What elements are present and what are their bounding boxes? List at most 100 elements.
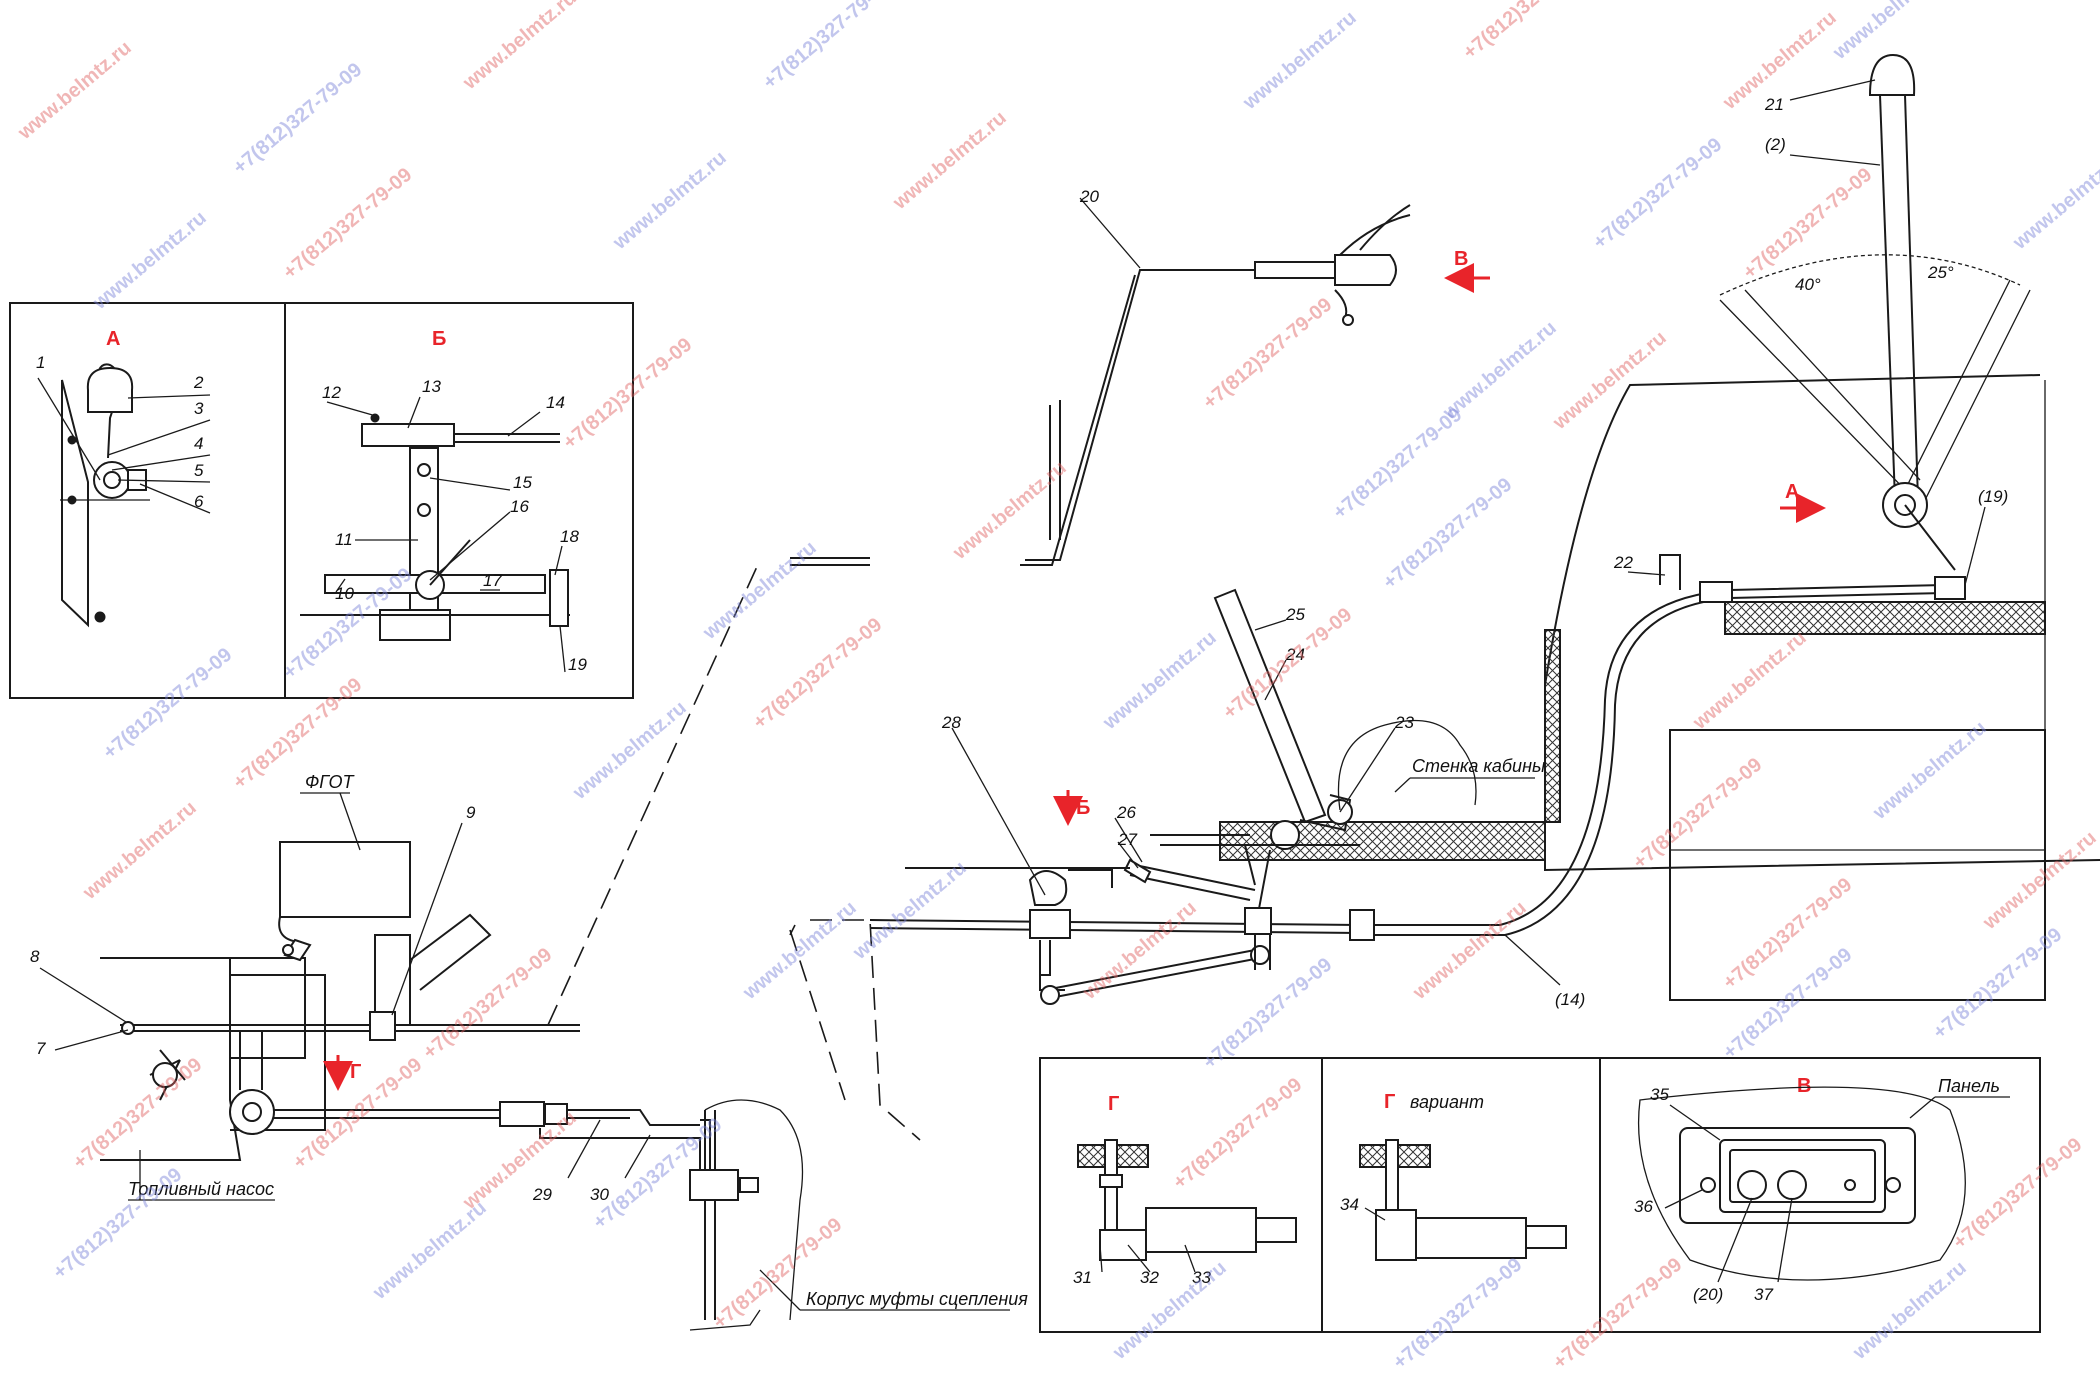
part-label: 5: [194, 461, 204, 480]
watermark-phone: +7(812)327-79-09: [1629, 754, 1766, 874]
part-label: 9: [466, 803, 476, 822]
part-label: 23: [1394, 713, 1414, 732]
view-g-variant-title: Г: [1384, 1091, 1395, 1113]
watermark-site: www.belmtz.ru: [88, 207, 210, 315]
part-label: 1: [36, 353, 45, 372]
view-a-title: А: [106, 328, 120, 350]
part-label: 20: [1079, 187, 1099, 206]
watermark-site: www.belmtz.ru: [2008, 147, 2100, 255]
part-label: 22: [1613, 553, 1633, 572]
part-label: 19: [568, 655, 587, 674]
watermark-phone: +7(812)327-79-09: [559, 334, 696, 454]
watermark-site: www.belmtz.ru: [738, 897, 860, 1005]
caption-clutch-housing: Корпус муфты сцепления: [806, 1289, 1028, 1309]
view-v-title: В: [1797, 1075, 1811, 1097]
watermark-phone: +7(812)327-79-09: [1389, 1254, 1526, 1374]
watermark-phone: +7(812)327-79-09: [749, 614, 886, 734]
watermark-site: www.belmtz.ru: [368, 1197, 490, 1305]
watermark-site: www.belmtz.ru: [1848, 1257, 1970, 1365]
ref-label: (2): [1765, 135, 1786, 154]
view-b-title: Б: [432, 328, 446, 350]
watermark-site: www.belmtz.ru: [888, 107, 1010, 215]
direction-arrows: В А Б Г: [323, 248, 1826, 1091]
watermark-site: www.belmtz.ru: [1978, 827, 2100, 935]
part-label: 29: [532, 1185, 552, 1204]
part-label: 27: [1117, 830, 1137, 849]
part-label: 6: [194, 492, 204, 511]
fuel-pump-area: [100, 841, 804, 1331]
watermark-site: www.belmtz.ru: [698, 537, 820, 645]
watermark-site: www.belmtz.ru: [1688, 627, 1810, 735]
view-g-title: Г: [1108, 1093, 1119, 1115]
caption-fuel-pump: Топливный насос: [128, 1179, 274, 1199]
part-label: 25: [1285, 605, 1305, 624]
handle-20: [1334, 254, 1397, 286]
angle-labels: 40° 25°: [1795, 263, 1954, 294]
watermark-phone: +7(812)327-79-09: [1329, 404, 1466, 524]
part-label: 31: [1073, 1268, 1092, 1287]
watermark-phone: +7(812)327-79-09: [1459, 0, 1596, 64]
watermark-phone: +7(812)327-79-09: [1379, 474, 1516, 594]
watermark-site: www.belmtz.ru: [608, 147, 730, 255]
arrow-v-label: В: [1454, 248, 1468, 270]
pedal-25: [1213, 588, 1327, 824]
watermark-site: www.belmtz.ru: [1108, 1257, 1230, 1365]
part-label: 10: [335, 584, 354, 603]
watermark-phone: +7(812)327-79-09: [49, 1164, 186, 1284]
part-label: 18: [560, 527, 579, 546]
watermark-site: www.belmtz.ru: [458, 0, 580, 94]
lever-21-knob: [1868, 53, 1916, 96]
part-label: 4: [194, 434, 203, 453]
caption-fgot: ФГОТ: [305, 772, 356, 792]
arrow-b-label: Б: [1076, 797, 1090, 819]
part-label: 35: [1650, 1085, 1669, 1104]
part-label: 16: [510, 497, 529, 516]
part-label: 3: [194, 399, 204, 418]
watermark-site: www.belmtz.ru: [1408, 897, 1530, 1005]
caption-cab-wall: Стенка кабины: [1412, 756, 1545, 776]
part-label: 33: [1192, 1268, 1211, 1287]
part-label: 15: [513, 473, 532, 492]
ref-label: (14): [1555, 990, 1585, 1009]
watermark-phone: +7(812)327-79-09: [1949, 1134, 2086, 1254]
part-label: 11: [335, 530, 353, 549]
part-label: 14: [546, 393, 565, 412]
watermark-phone: +7(812)327-79-09: [759, 0, 896, 94]
watermark-phone: +7(812)327-79-09: [69, 1054, 206, 1174]
part-label: 26: [1116, 803, 1136, 822]
part-label: 34: [1340, 1195, 1359, 1214]
caption-panel: Панель: [1938, 1076, 2000, 1096]
watermark-site: www.belmtz.ru: [1098, 627, 1220, 735]
watermark-phone: +7(812)327-79-09: [1549, 1254, 1686, 1374]
watermark-site: www.belmtz.ru: [1548, 327, 1670, 435]
part-label: 24: [1285, 645, 1305, 664]
arrow-a-label: А: [1785, 481, 1799, 503]
watermark-phone: +7(812)327-79-09: [709, 1214, 846, 1334]
captions: ФГОТ Топливный насос Стенка кабины Корпу…: [128, 756, 2010, 1311]
bracket-9: [374, 934, 411, 1026]
watermark-phone: +7(812)327-79-09: [1199, 294, 1336, 414]
watermarks: www.belmtz.ru www.belmtz.ru +7(812)327-7…: [13, 0, 2100, 1374]
watermark-site: www.belmtz.ru: [1078, 897, 1200, 1005]
watermark-phone: +7(812)327-79-09: [279, 164, 416, 284]
part-label: 37: [1754, 1285, 1773, 1304]
lever-21: [1879, 94, 1896, 501]
part-label: 36: [1634, 1197, 1653, 1216]
view-b-panel: Б: [284, 302, 634, 699]
watermark-phone: +7(812)327-79-09: [1589, 134, 1726, 254]
watermark-site: www.belmtz.ru: [13, 37, 135, 145]
lever-knob: [86, 366, 134, 413]
watermark-phone: +7(812)327-79-09: [229, 59, 366, 179]
part-label: 21: [1764, 95, 1784, 114]
ref-label: (19): [1978, 487, 2008, 506]
watermark-phone: +7(812)327-79-09: [419, 944, 556, 1064]
part-label: 28: [941, 713, 961, 732]
angle-left: 40°: [1795, 275, 1821, 294]
watermark-phone: +7(812)327-79-09: [1199, 954, 1336, 1074]
watermark-site: www.belmtz.ru: [78, 797, 200, 905]
arrow-g-label: Г: [350, 1061, 361, 1083]
part-label: 8: [30, 947, 40, 966]
variant-label: вариант: [1410, 1092, 1484, 1112]
part-label: 2: [193, 373, 204, 392]
